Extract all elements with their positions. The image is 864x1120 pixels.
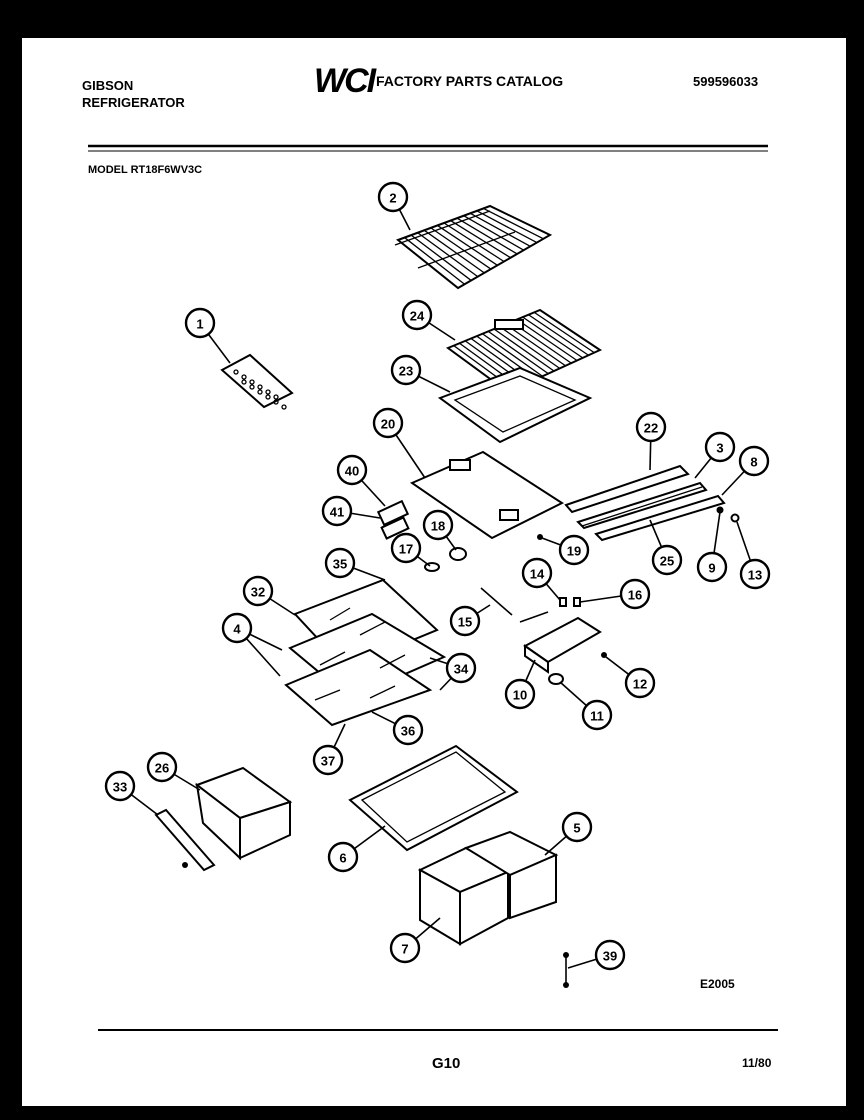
wci-logo: WCI (314, 62, 376, 100)
callout-24: 24 (401, 299, 433, 331)
callout-20: 20 (372, 407, 404, 439)
callout-19: 19 (558, 534, 590, 566)
svg-text:24: 24 (410, 309, 425, 324)
svg-text:13: 13 (748, 568, 762, 583)
callout-25: 25 (651, 544, 683, 576)
svg-text:39: 39 (603, 949, 617, 964)
callout-40: 40 (336, 454, 368, 486)
callout-7: 7 (389, 932, 421, 964)
svg-text:34: 34 (454, 662, 469, 677)
svg-text:18: 18 (431, 519, 445, 534)
svg-text:3: 3 (716, 441, 723, 456)
callout-14: 14 (521, 557, 553, 589)
svg-text:32: 32 (251, 585, 265, 600)
catalog-number: 599596033 (693, 74, 759, 89)
part-rails (564, 464, 726, 542)
callout-23: 23 (390, 354, 422, 386)
callout-12: 12 (624, 667, 656, 699)
callout-16: 16 (619, 578, 651, 610)
callout-33: 33 (104, 770, 136, 802)
svg-text:40: 40 (345, 464, 359, 479)
catalog-title: FACTORY PARTS CATALOG (376, 73, 564, 89)
svg-text:1: 1 (196, 317, 203, 332)
svg-text:2: 2 (389, 191, 396, 206)
svg-text:7: 7 (401, 942, 408, 957)
date-code: 11/80 (742, 1056, 772, 1070)
callout-39: 39 (594, 939, 626, 971)
callout-10: 10 (504, 678, 536, 710)
callout-32: 32 (242, 575, 274, 607)
callout-11: 11 (581, 699, 613, 731)
svg-text:22: 22 (644, 421, 658, 436)
part-control-housing (523, 616, 602, 685)
callout-26: 26 (146, 751, 178, 783)
svg-text:20: 20 (381, 417, 395, 432)
diagram-code: E2005 (700, 977, 735, 991)
svg-text:15: 15 (458, 615, 472, 630)
svg-text:41: 41 (330, 505, 344, 520)
part-wire-shelf (394, 204, 553, 290)
part-crisper-drawers (417, 830, 559, 946)
page-code: G10 (432, 1055, 461, 1072)
svg-text:17: 17 (399, 542, 413, 557)
callout-3: 3 (704, 431, 736, 463)
brand-line-1: GIBSON (82, 78, 134, 93)
svg-text:8: 8 (750, 455, 757, 470)
part-shelf-frame (437, 366, 593, 444)
svg-text:9: 9 (708, 561, 715, 576)
svg-text:26: 26 (155, 761, 169, 776)
callout-41: 41 (321, 495, 353, 527)
part-bolt (563, 952, 569, 988)
svg-text:33: 33 (113, 780, 127, 795)
callout-5: 5 (561, 811, 593, 843)
svg-text:16: 16 (628, 588, 642, 603)
callout-36: 36 (392, 714, 424, 746)
callout-22: 22 (635, 411, 667, 443)
callout-17: 17 (390, 532, 422, 564)
callout-4: 4 (221, 612, 253, 644)
svg-text:5: 5 (573, 821, 580, 836)
callout-37: 37 (312, 744, 344, 776)
svg-text:23: 23 (399, 364, 413, 379)
part-cover-plate (409, 450, 565, 540)
svg-text:12: 12 (633, 677, 647, 692)
part-glass-shelves (284, 578, 447, 727)
callout-18: 18 (422, 509, 454, 541)
svg-text:11: 11 (590, 709, 604, 724)
part-egg-tray (220, 353, 294, 410)
callout-6: 6 (327, 841, 359, 873)
callout-8: 8 (738, 445, 770, 477)
callout-34: 34 (445, 652, 477, 684)
svg-text:36: 36 (401, 724, 415, 739)
svg-text:10: 10 (513, 688, 527, 703)
part-crisper-small (194, 766, 293, 861)
callout-2: 2 (377, 181, 409, 213)
svg-text:14: 14 (530, 567, 545, 582)
callout-35: 35 (324, 547, 356, 579)
brand-line-2: REFRIGERATOR (82, 95, 185, 110)
callout-1: 1 (184, 307, 216, 339)
callout-13: 13 (739, 558, 771, 590)
svg-text:6: 6 (339, 851, 346, 866)
svg-text:37: 37 (321, 754, 335, 769)
model-label: MODEL RT18F6WV3C (88, 164, 203, 176)
part-crisper-cover (348, 744, 519, 852)
svg-text:19: 19 (567, 544, 581, 559)
part-crisper-rail (154, 808, 216, 872)
svg-text:4: 4 (233, 622, 241, 637)
svg-text:35: 35 (333, 557, 347, 572)
callout-9: 9 (696, 551, 728, 583)
svg-text:25: 25 (660, 554, 674, 569)
callout-15: 15 (449, 605, 481, 637)
